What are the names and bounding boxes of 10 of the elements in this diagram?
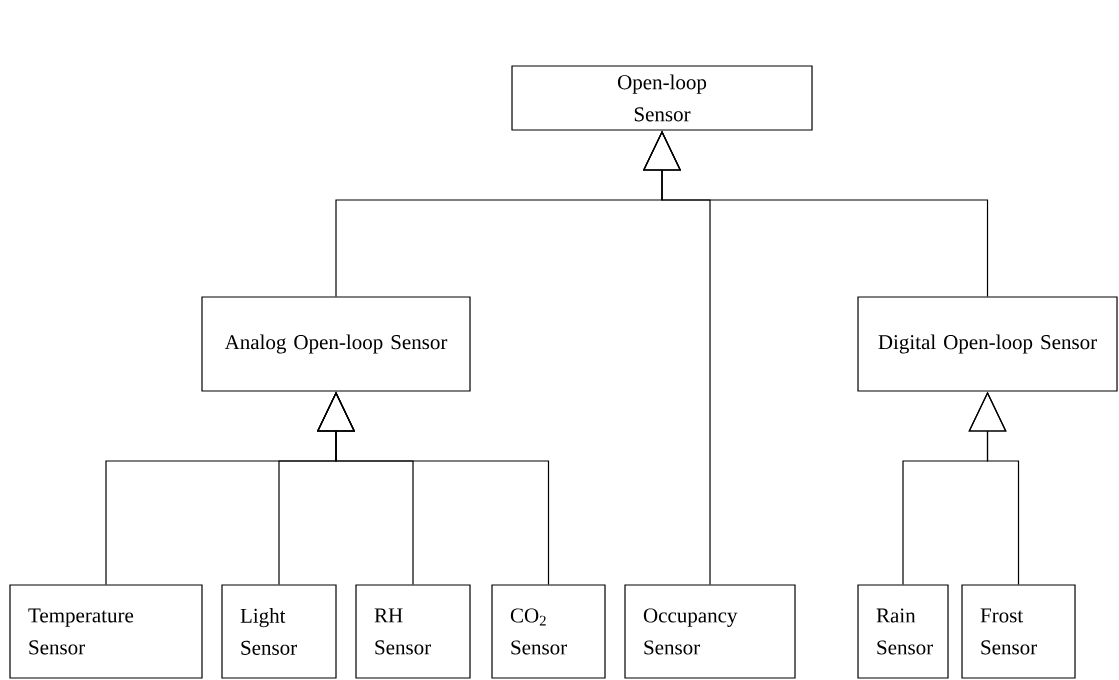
class-box: Rain Sensor xyxy=(857,584,949,679)
class-box: CO$_{2}$ Sensor xyxy=(491,584,606,679)
class-box: Frost Sensor xyxy=(961,584,1076,679)
class-box: Analog Open-loop Sensor xyxy=(201,296,471,392)
class-box: Digital Open-loop Sensor xyxy=(857,296,1118,392)
class-box: Light Sensor xyxy=(221,584,337,679)
class-box: Temperature Sensor xyxy=(9,584,203,679)
class-box: Occupancy Sensor xyxy=(624,584,796,679)
class-box: RH Sensor xyxy=(355,584,471,679)
class-box: Open-loop Sensor xyxy=(511,65,813,131)
